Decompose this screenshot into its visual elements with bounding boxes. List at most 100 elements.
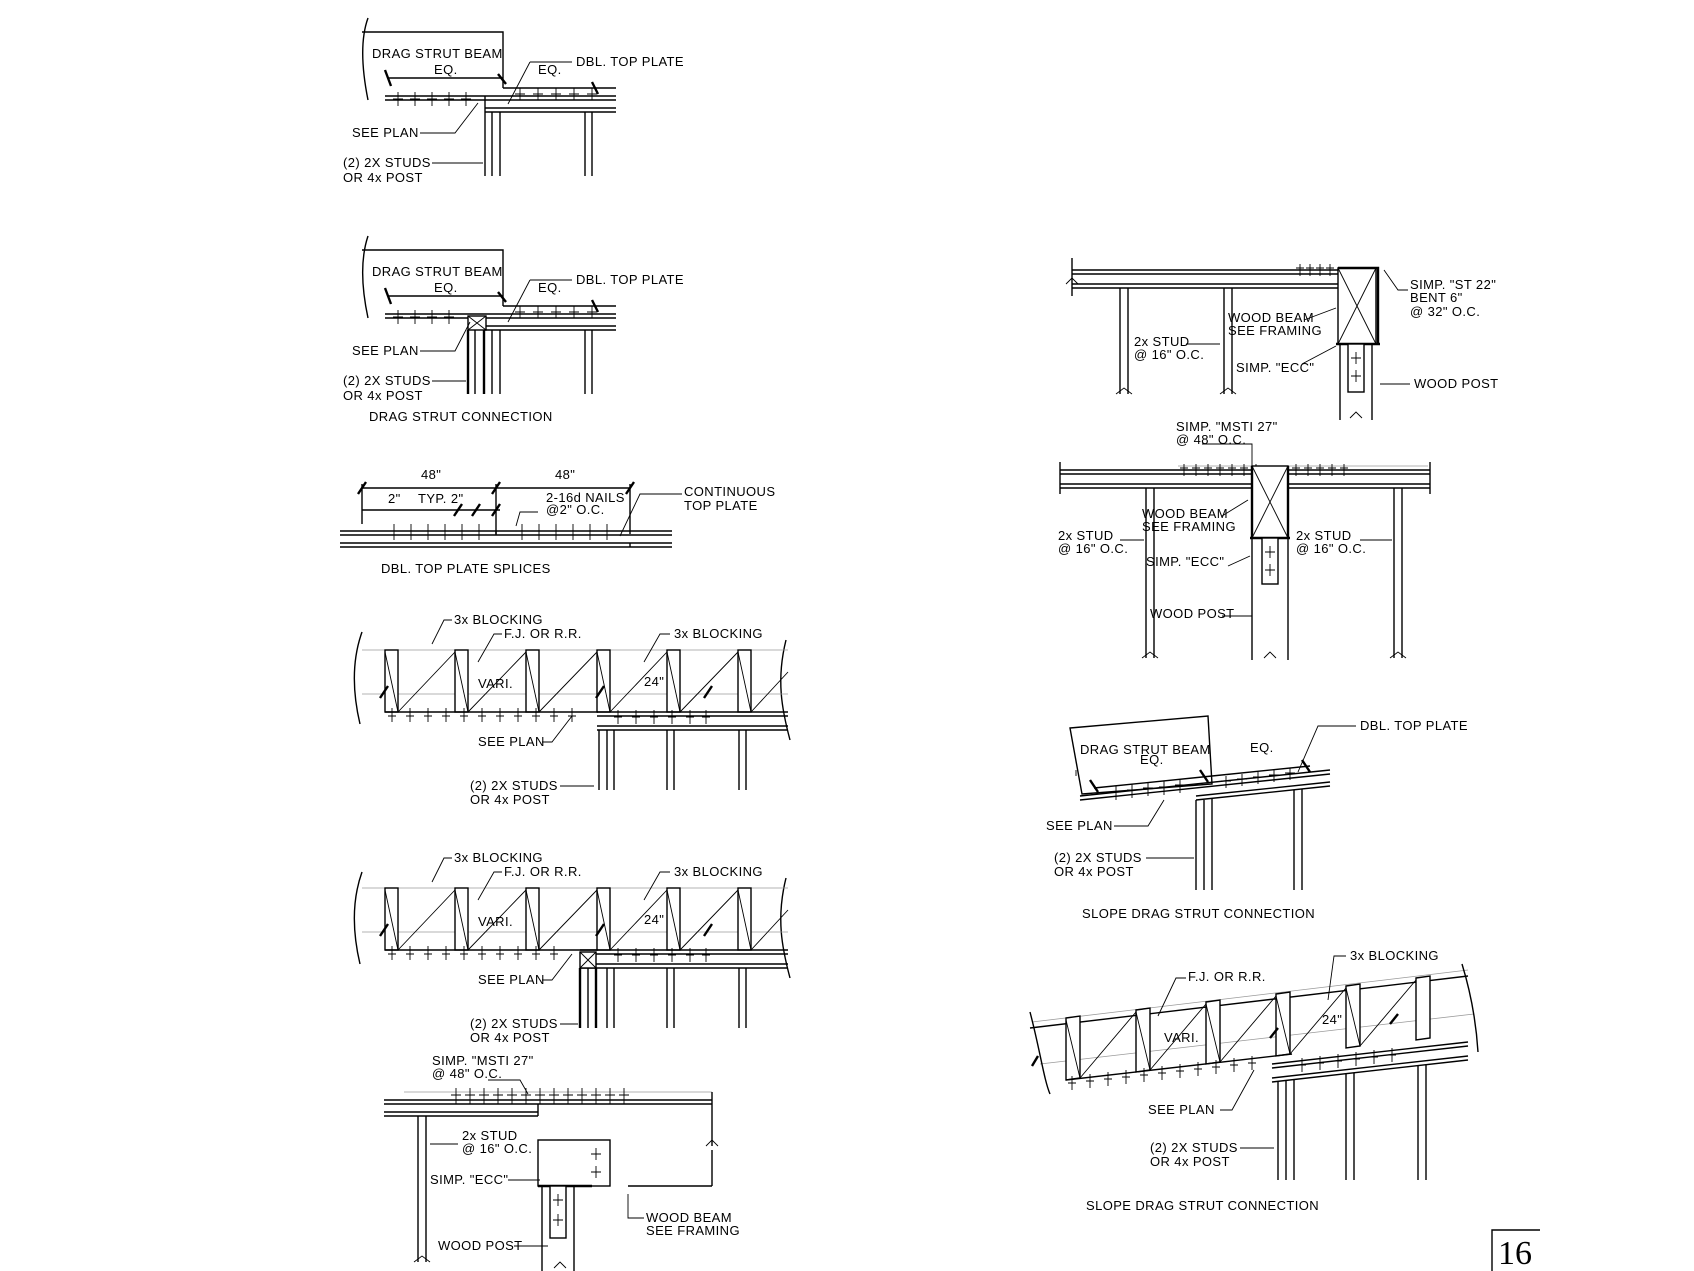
leader: [477, 871, 502, 901]
break-mark: [1065, 277, 1079, 285]
leader: [431, 857, 452, 883]
cap-label: SIMP. "ECC": [1236, 360, 1314, 375]
wood-beam: [537, 1139, 611, 1187]
studs-label: (2) 2X STUDS: [470, 1016, 558, 1031]
detail-title: DBL. TOP PLATE SPLICES: [381, 561, 551, 576]
dim-tick: [383, 69, 393, 87]
break-mark: [705, 1139, 719, 1147]
page-number-border: [1491, 1229, 1540, 1271]
detail-top-plate-splice: 48" 48" 2" TYP. 2" 2-16d NAILS @2" O.C. …: [340, 467, 775, 576]
plate-label: CONTINUOUS: [684, 484, 775, 499]
bolt-marks: [1265, 546, 1275, 576]
beam-outline: [362, 249, 504, 306]
dim-tick: [703, 923, 713, 937]
post-label: OR 4x POST: [1054, 864, 1134, 879]
top-plate-line: [1271, 1059, 1469, 1083]
stud-label: 2x STUD: [462, 1128, 518, 1143]
dim-label: 48": [555, 467, 575, 482]
post-label: WOOD POST: [438, 1238, 523, 1253]
nail-row: [1296, 264, 1334, 276]
detail-blocking-2: 3x BLOCKING F.J. OR R.R. 3x BLOCKING VAR…: [353, 850, 791, 1045]
nail-row: [451, 1088, 629, 1104]
break-mark: [553, 1261, 567, 1269]
beam-label: DRAG STRUT BEAM: [1080, 742, 1211, 757]
leader: [1202, 443, 1253, 466]
wood-post: [1261, 537, 1279, 585]
vari-label: VARI.: [478, 676, 513, 691]
strap-spacing-label: @ 32" O.C.: [1410, 304, 1480, 319]
leader: [542, 953, 573, 981]
strap: [1338, 266, 1380, 344]
beam-framing-label: SEE FRAMING: [1142, 519, 1236, 534]
cap-label: SIMP. "ECC": [1146, 554, 1224, 569]
break-mark: [413, 1255, 431, 1263]
page-number: 16: [1498, 1235, 1532, 1271]
wood-post: [549, 1185, 567, 1239]
drag-line: [1065, 1053, 1293, 1081]
break-line: [353, 871, 363, 965]
dim-tick: [379, 685, 389, 699]
post-label: OR 4x POST: [470, 792, 550, 807]
eq-label: EQ.: [434, 280, 458, 295]
post-label: OR 4x POST: [343, 388, 423, 403]
see-plan-label: SEE PLAN: [1148, 1102, 1215, 1117]
leader: [1383, 269, 1408, 291]
top-plate-line: [1079, 773, 1331, 801]
spacing-label: 24": [1322, 1012, 1342, 1027]
dim-tick: [1389, 1013, 1399, 1025]
detail-title: SLOPE DRAG STRUT CONNECTION: [1086, 1198, 1319, 1213]
beam-label: DRAG STRUT BEAM: [372, 264, 503, 279]
dim-tick: [491, 503, 501, 517]
leader: [542, 715, 573, 743]
beam-dim-line: [1093, 775, 1213, 789]
dim-tick: [491, 481, 501, 495]
detail-beam-post-3: SIMP. "MSTI 27" @ 48" O.C. WOOD BEAM SEE…: [1058, 419, 1431, 660]
nail-row: [1111, 768, 1295, 800]
leader: [1301, 345, 1337, 365]
top-plate-label: DBL. TOP PLATE: [576, 54, 684, 69]
top-plate-label: DBL. TOP PLATE: [576, 272, 684, 287]
joist-label: F.J. OR R.R.: [1188, 969, 1266, 984]
see-plan-label: SEE PLAN: [352, 343, 419, 358]
strap-label: SIMP. "MSTI 27": [1176, 419, 1278, 434]
dim-tick: [497, 291, 507, 303]
dim-tick: [1199, 769, 1209, 783]
beam-outline: [1069, 715, 1213, 795]
detail-slope-drag-strut-1: DRAG STRUT BEAM EQ. EQ. DBL. TOP PLATE S…: [1046, 715, 1468, 921]
studs-label: (2) 2X STUDS: [343, 373, 431, 388]
studs-label: (2) 2X STUDS: [1150, 1140, 1238, 1155]
blocking-label: 3x BLOCKING: [1350, 948, 1439, 963]
dim-tick: [590, 81, 600, 95]
strap-label: SIMP. "MSTI 27": [432, 1053, 534, 1068]
beam-cross: [1251, 465, 1289, 539]
stud-spacing-label: @ 16" O.C.: [1134, 347, 1204, 362]
plate-dim-line: [1211, 765, 1311, 777]
beam-framing-label: SEE FRAMING: [1228, 323, 1322, 338]
see-plan-label: SEE PLAN: [478, 734, 545, 749]
eq-label: EQ.: [538, 62, 562, 77]
diagonal-set: [1065, 979, 1417, 1079]
cap-label: SIMP. "ECC": [430, 1172, 508, 1187]
nail-row: [393, 306, 597, 324]
stud-spacing-label: @ 16" O.C.: [1296, 541, 1366, 556]
leader: [420, 321, 471, 352]
bolt-marks: [591, 1148, 601, 1178]
strap-label: SIMP. "ST 22": [1410, 277, 1496, 292]
break-line: [362, 235, 369, 319]
leader: [643, 871, 670, 901]
blocking: [1415, 975, 1431, 1041]
studs-label: (2) 2X STUDS: [343, 155, 431, 170]
break-mark: [1263, 651, 1277, 659]
nail-row: [388, 946, 710, 962]
leader: [431, 619, 452, 645]
detail-slope-drag-strut-2: F.J. OR R.R. 3x BLOCKING VARI. 24" SEE P…: [1029, 948, 1479, 1213]
detail-title: SLOPE DRAG STRUT CONNECTION: [1082, 906, 1315, 921]
top-plate-line: [1271, 1041, 1469, 1065]
blocking-label: 3x BLOCKING: [454, 850, 543, 865]
dim-tick: [1269, 1027, 1279, 1039]
nail-row: [389, 524, 612, 540]
wood-post: [1347, 343, 1365, 393]
see-plan-label: SEE PLAN: [1046, 818, 1113, 833]
break-mark: [1141, 651, 1407, 659]
break-line: [353, 631, 363, 725]
